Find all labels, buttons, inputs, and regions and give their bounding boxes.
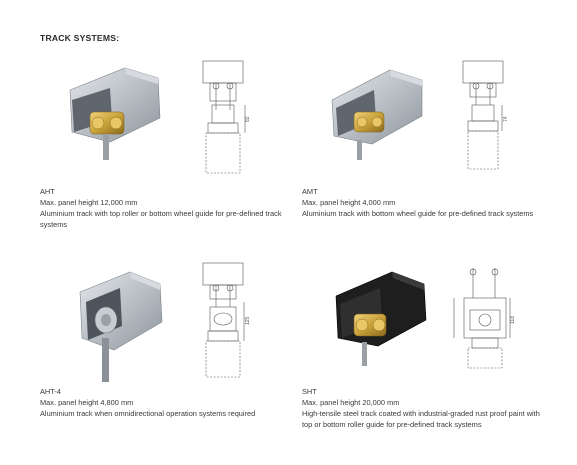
sht-height: Max. panel height 20,000 mm [302, 398, 400, 407]
sht-details: SHT Max. panel height 20,000 mm High-ten… [302, 386, 552, 430]
aht-4-description: Aluminium track when omnidirectional ope… [40, 409, 256, 418]
product-aht: 82 AHT Max. panel height 12,000 mm Alumi… [40, 60, 290, 240]
product-amt: 74 AMT Max. panel height 4,000 mm Alumin… [302, 60, 552, 240]
aht-name: AHT [40, 187, 55, 196]
sht-track-render: 118 [335, 268, 516, 369]
aht-description: Aluminium track with top roller or botto… [40, 209, 282, 229]
sht-description: High-tensile steel track coated with ind… [302, 409, 540, 429]
page-title: TRACK SYSTEMS: [40, 33, 120, 43]
aht-4-dimension: 125 [245, 316, 251, 325]
amt-description: Aluminium track with bottom wheel guide … [302, 209, 534, 218]
aht-height: Max. panel height 12,000 mm [40, 198, 138, 207]
aht-4-details: AHT-4 Max. panel height 4,800 mm Alumini… [40, 386, 290, 419]
sht-name: SHT [302, 387, 317, 396]
aht-details: AHT Max. panel height 12,000 mm Aluminiu… [40, 186, 290, 230]
amt-track-render: 74 [331, 60, 509, 170]
amt-dimension: 74 [503, 116, 509, 122]
aht-4-track-render: 125 [79, 262, 251, 382]
aht-dimension: 82 [245, 116, 251, 122]
sht-dimension: 118 [510, 316, 516, 324]
product-aht-4: 125 AHT-4 Max. panel height 4,800 mm Alu… [40, 262, 290, 442]
product-sht: 118 SHT Max. panel height 20,000 mm High… [302, 262, 552, 452]
amt-name: AMT [302, 187, 318, 196]
amt-details: AMT Max. panel height 4,000 mm Aluminium… [302, 186, 552, 219]
amt-height: Max. panel height 4,000 mm [302, 198, 396, 207]
aht-4-name: AHT-4 [40, 387, 61, 396]
aht-track-render: 82 [69, 60, 251, 174]
aht-4-height: Max. panel height 4,800 mm [40, 398, 134, 407]
